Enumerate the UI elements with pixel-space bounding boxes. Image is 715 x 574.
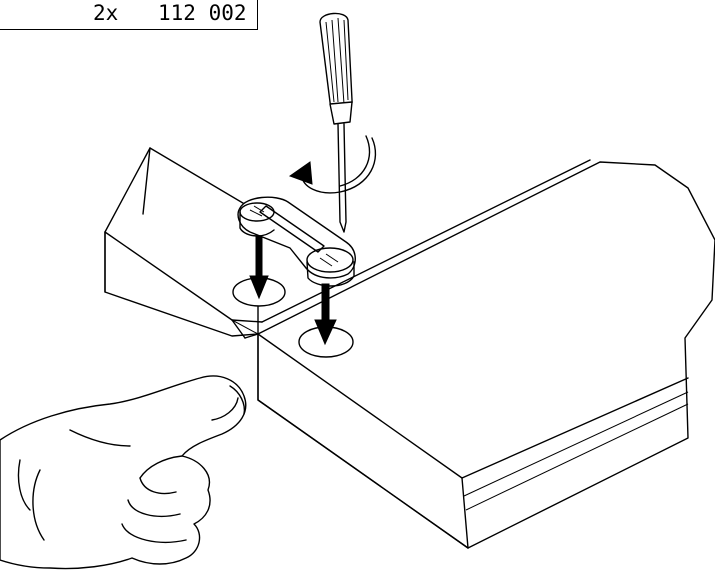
part-label-box: 2x 112 002 (0, 0, 258, 30)
connector-fitting (237, 196, 356, 287)
screwdriver-icon (319, 12, 353, 233)
right-panel (231, 159, 715, 549)
hand-icon (0, 375, 247, 570)
rotate-arrow-icon (288, 135, 377, 194)
part-number-label: 112 002 (158, 1, 247, 25)
left-panel (104, 147, 263, 339)
quantity-label: 2x (93, 1, 119, 25)
down-arrow-icon (314, 283, 337, 346)
